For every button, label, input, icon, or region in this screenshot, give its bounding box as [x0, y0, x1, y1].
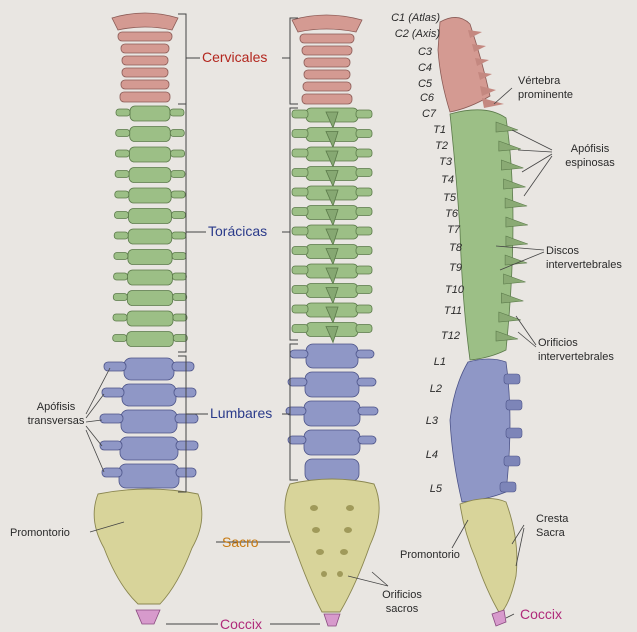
vertebra-label-c6: C6: [420, 92, 435, 104]
posterior-thoracic-vertebra: [292, 206, 372, 226]
lateral-thoracic-spine: [506, 217, 528, 227]
lateral-lumbar: [450, 359, 510, 502]
vertebra-label-t10: T10: [445, 284, 465, 296]
vertebra-prominente-line2: prominente: [518, 89, 573, 101]
posterior-thoracic-vertebra: [292, 245, 372, 265]
orificios-sacros-line2: sacros: [386, 603, 419, 615]
vertebra-label-t12: T12: [441, 330, 460, 342]
lateral-thoracic-spine: [505, 198, 527, 208]
vertebra-label-c5: C5: [418, 78, 433, 90]
anterior-cervical: [112, 13, 178, 102]
anterior-lumbar: [100, 358, 198, 488]
vertebra-label-c1: C1 (Atlas): [391, 12, 440, 24]
anterior-thoracic-vertebra: [113, 311, 187, 326]
discos-line2: intervertebrales: [546, 259, 622, 271]
anterior-thoracic-vertebra: [116, 106, 184, 121]
anterior-thoracic-vertebra: [115, 147, 184, 162]
vertebra-label-t9: T9: [449, 262, 462, 274]
posterior-sacrum: [285, 479, 379, 612]
region-labels: Cervicales Torácicas Lumbares Sacro Cocc…: [202, 49, 272, 632]
vertebra-label-c3: C3: [418, 46, 433, 58]
posterior-cervical: [292, 15, 362, 104]
vertebra-prominente-line1: Vértebra: [518, 75, 561, 87]
anterior-thoracic: [113, 106, 188, 347]
anterior-thoracic-vertebra: [116, 127, 185, 142]
anterior-thoracic-vertebra: [115, 168, 185, 183]
lateral-thoracic-spine: [506, 236, 528, 246]
lateral-thoracic-spine: [504, 179, 526, 189]
promontorio-left: Promontorio: [10, 527, 70, 539]
vertebra-label-c4: C4: [418, 62, 432, 74]
vertebra-label-t6: T6: [445, 208, 459, 220]
lateral-thoracic-spine: [499, 141, 521, 151]
lateral-thoracic-spine: [504, 274, 526, 284]
posterior-coccyx: [324, 614, 340, 626]
vertebra-label-t11: T11: [444, 305, 462, 317]
vertebra-label-l5: L5: [430, 483, 443, 495]
orificios-iv-line2: intervertebrales: [538, 351, 614, 363]
anterior-sacrum: [94, 489, 202, 604]
anterior-thoracic-vertebra: [114, 270, 187, 285]
apofisis-espinosas-line1: Apófisis: [571, 143, 610, 155]
posterior-thoracic-vertebra: [292, 284, 372, 304]
vertebra-label-t2: T2: [435, 140, 448, 152]
anterior-thoracic-vertebra: [115, 188, 185, 203]
posterior-thoracic-vertebra: [292, 108, 372, 128]
orificios-sacros-line1: Orificios: [382, 589, 422, 601]
vertebra-label-t1: T1: [433, 124, 446, 136]
posterior-thoracic: [292, 108, 372, 343]
vertebra-label-c7: C7: [422, 108, 437, 120]
vertebra-label-t3: T3: [439, 156, 453, 168]
anterior-thoracic-vertebra: [115, 209, 186, 224]
lateral-sacrum: [460, 498, 517, 614]
lateral-cervical: [438, 17, 490, 112]
anterior-thoracic-vertebra: [113, 291, 186, 306]
promontorio-right: Promontorio: [400, 549, 460, 561]
lateral-thoracic-spine: [499, 312, 521, 322]
vertebra-label-l1: L1: [434, 356, 446, 368]
lateral-view: [438, 17, 528, 626]
apofisis-transversas-line1: Apófisis: [37, 401, 76, 413]
posterior-thoracic-vertebra: [292, 186, 372, 206]
lateral-thoracic-spine: [501, 293, 523, 303]
orificios-iv-line1: Orificios: [538, 337, 578, 349]
vertebra-label-l3: L3: [426, 415, 439, 427]
lateral-coccyx: [492, 610, 506, 626]
posterior-thoracic-vertebra: [292, 264, 372, 284]
vertebra-label-c2: C2 (Axis): [395, 28, 441, 40]
apofisis-transversas-line2: transversas: [28, 415, 85, 427]
anterior-thoracic-vertebra: [114, 250, 186, 265]
label-toracicas: Torácicas: [208, 223, 267, 239]
label-coccix-right: Coccix: [520, 606, 562, 622]
posterior-thoracic-vertebra: [292, 128, 372, 148]
vertebra-label-t5: T5: [443, 192, 457, 204]
posterior-thoracic-vertebra: [292, 323, 372, 343]
cresta-line1: Cresta: [536, 513, 569, 525]
anterior-thoracic-vertebra: [113, 332, 188, 347]
vertebra-label-l2: L2: [430, 383, 442, 395]
vertebra-label-t8: T8: [449, 242, 463, 254]
discos-line1: Discos: [546, 245, 580, 257]
anterior-thoracic-vertebra: [114, 229, 186, 244]
posterior-thoracic-vertebra: [292, 303, 372, 323]
anterior-coccyx: [136, 610, 160, 624]
apofisis-espinosas-line2: espinosas: [565, 157, 615, 169]
label-cervicales: Cervicales: [202, 49, 267, 65]
vertebra-label-t4: T4: [441, 174, 454, 186]
label-coccix: Coccix: [220, 616, 262, 632]
posterior-thoracic-vertebra: [292, 147, 372, 167]
posterior-lumbar: [286, 344, 378, 481]
posterior-thoracic-vertebra: [292, 167, 372, 187]
cresta-line2: Sacra: [536, 527, 566, 539]
label-lumbares: Lumbares: [210, 405, 272, 421]
posterior-thoracic-vertebra: [292, 225, 372, 245]
vertebra-label-l4: L4: [426, 449, 438, 461]
lateral-thoracic-spine: [501, 160, 523, 170]
label-sacro: Sacro: [222, 534, 259, 550]
posterior-view: [285, 15, 379, 626]
vertebra-label-t7: T7: [447, 224, 461, 236]
